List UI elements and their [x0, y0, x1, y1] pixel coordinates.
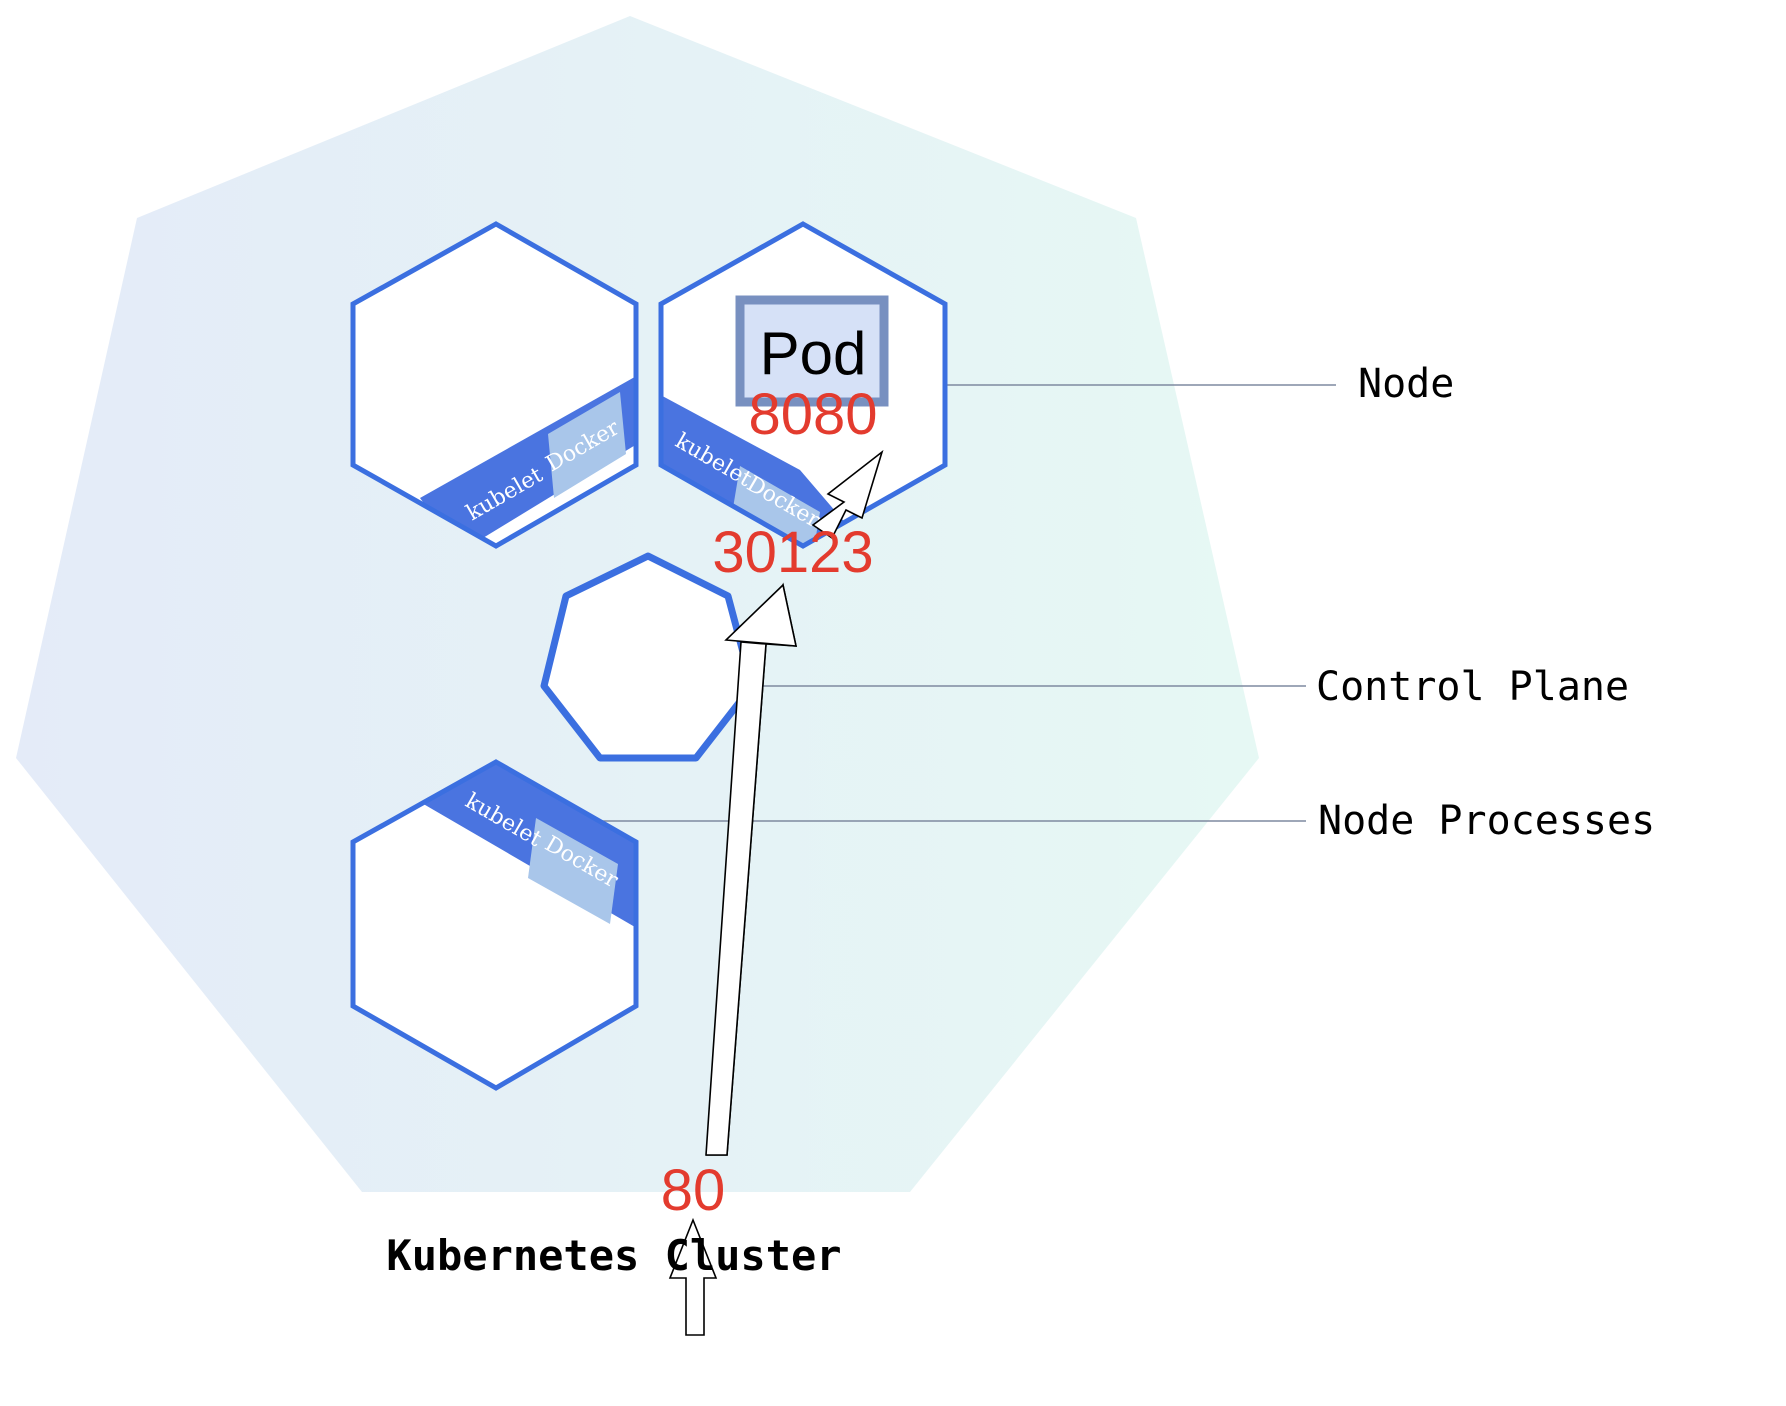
- docker-box: [732, 466, 820, 546]
- docker-box: [548, 392, 626, 498]
- control-plane-label: Control Plane: [1316, 664, 1629, 710]
- traffic-arrows: [668, 449, 884, 1336]
- docker-box: [528, 818, 618, 924]
- pod-box: [735, 295, 889, 407]
- node-port-label: 30123: [712, 520, 873, 585]
- cluster-label: Kubernetes Cluster: [386, 1231, 841, 1280]
- pod-label: Pod: [760, 320, 867, 387]
- control-plane-heptagon: [540, 552, 756, 762]
- service-port-label: 80: [661, 1158, 726, 1223]
- pod-port-label: 8080: [748, 382, 877, 447]
- arrow-to-node-port-head: [724, 583, 798, 647]
- node-label: Node: [1358, 361, 1454, 407]
- incoming-arrow: [668, 1217, 718, 1336]
- node-bottom-left: kubelet Docker: [350, 759, 639, 1091]
- node-top-left: kubelet Docker: [350, 221, 639, 549]
- node-processes-label: Node Processes: [1318, 798, 1655, 844]
- arrow-to-pod-port: [811, 449, 884, 540]
